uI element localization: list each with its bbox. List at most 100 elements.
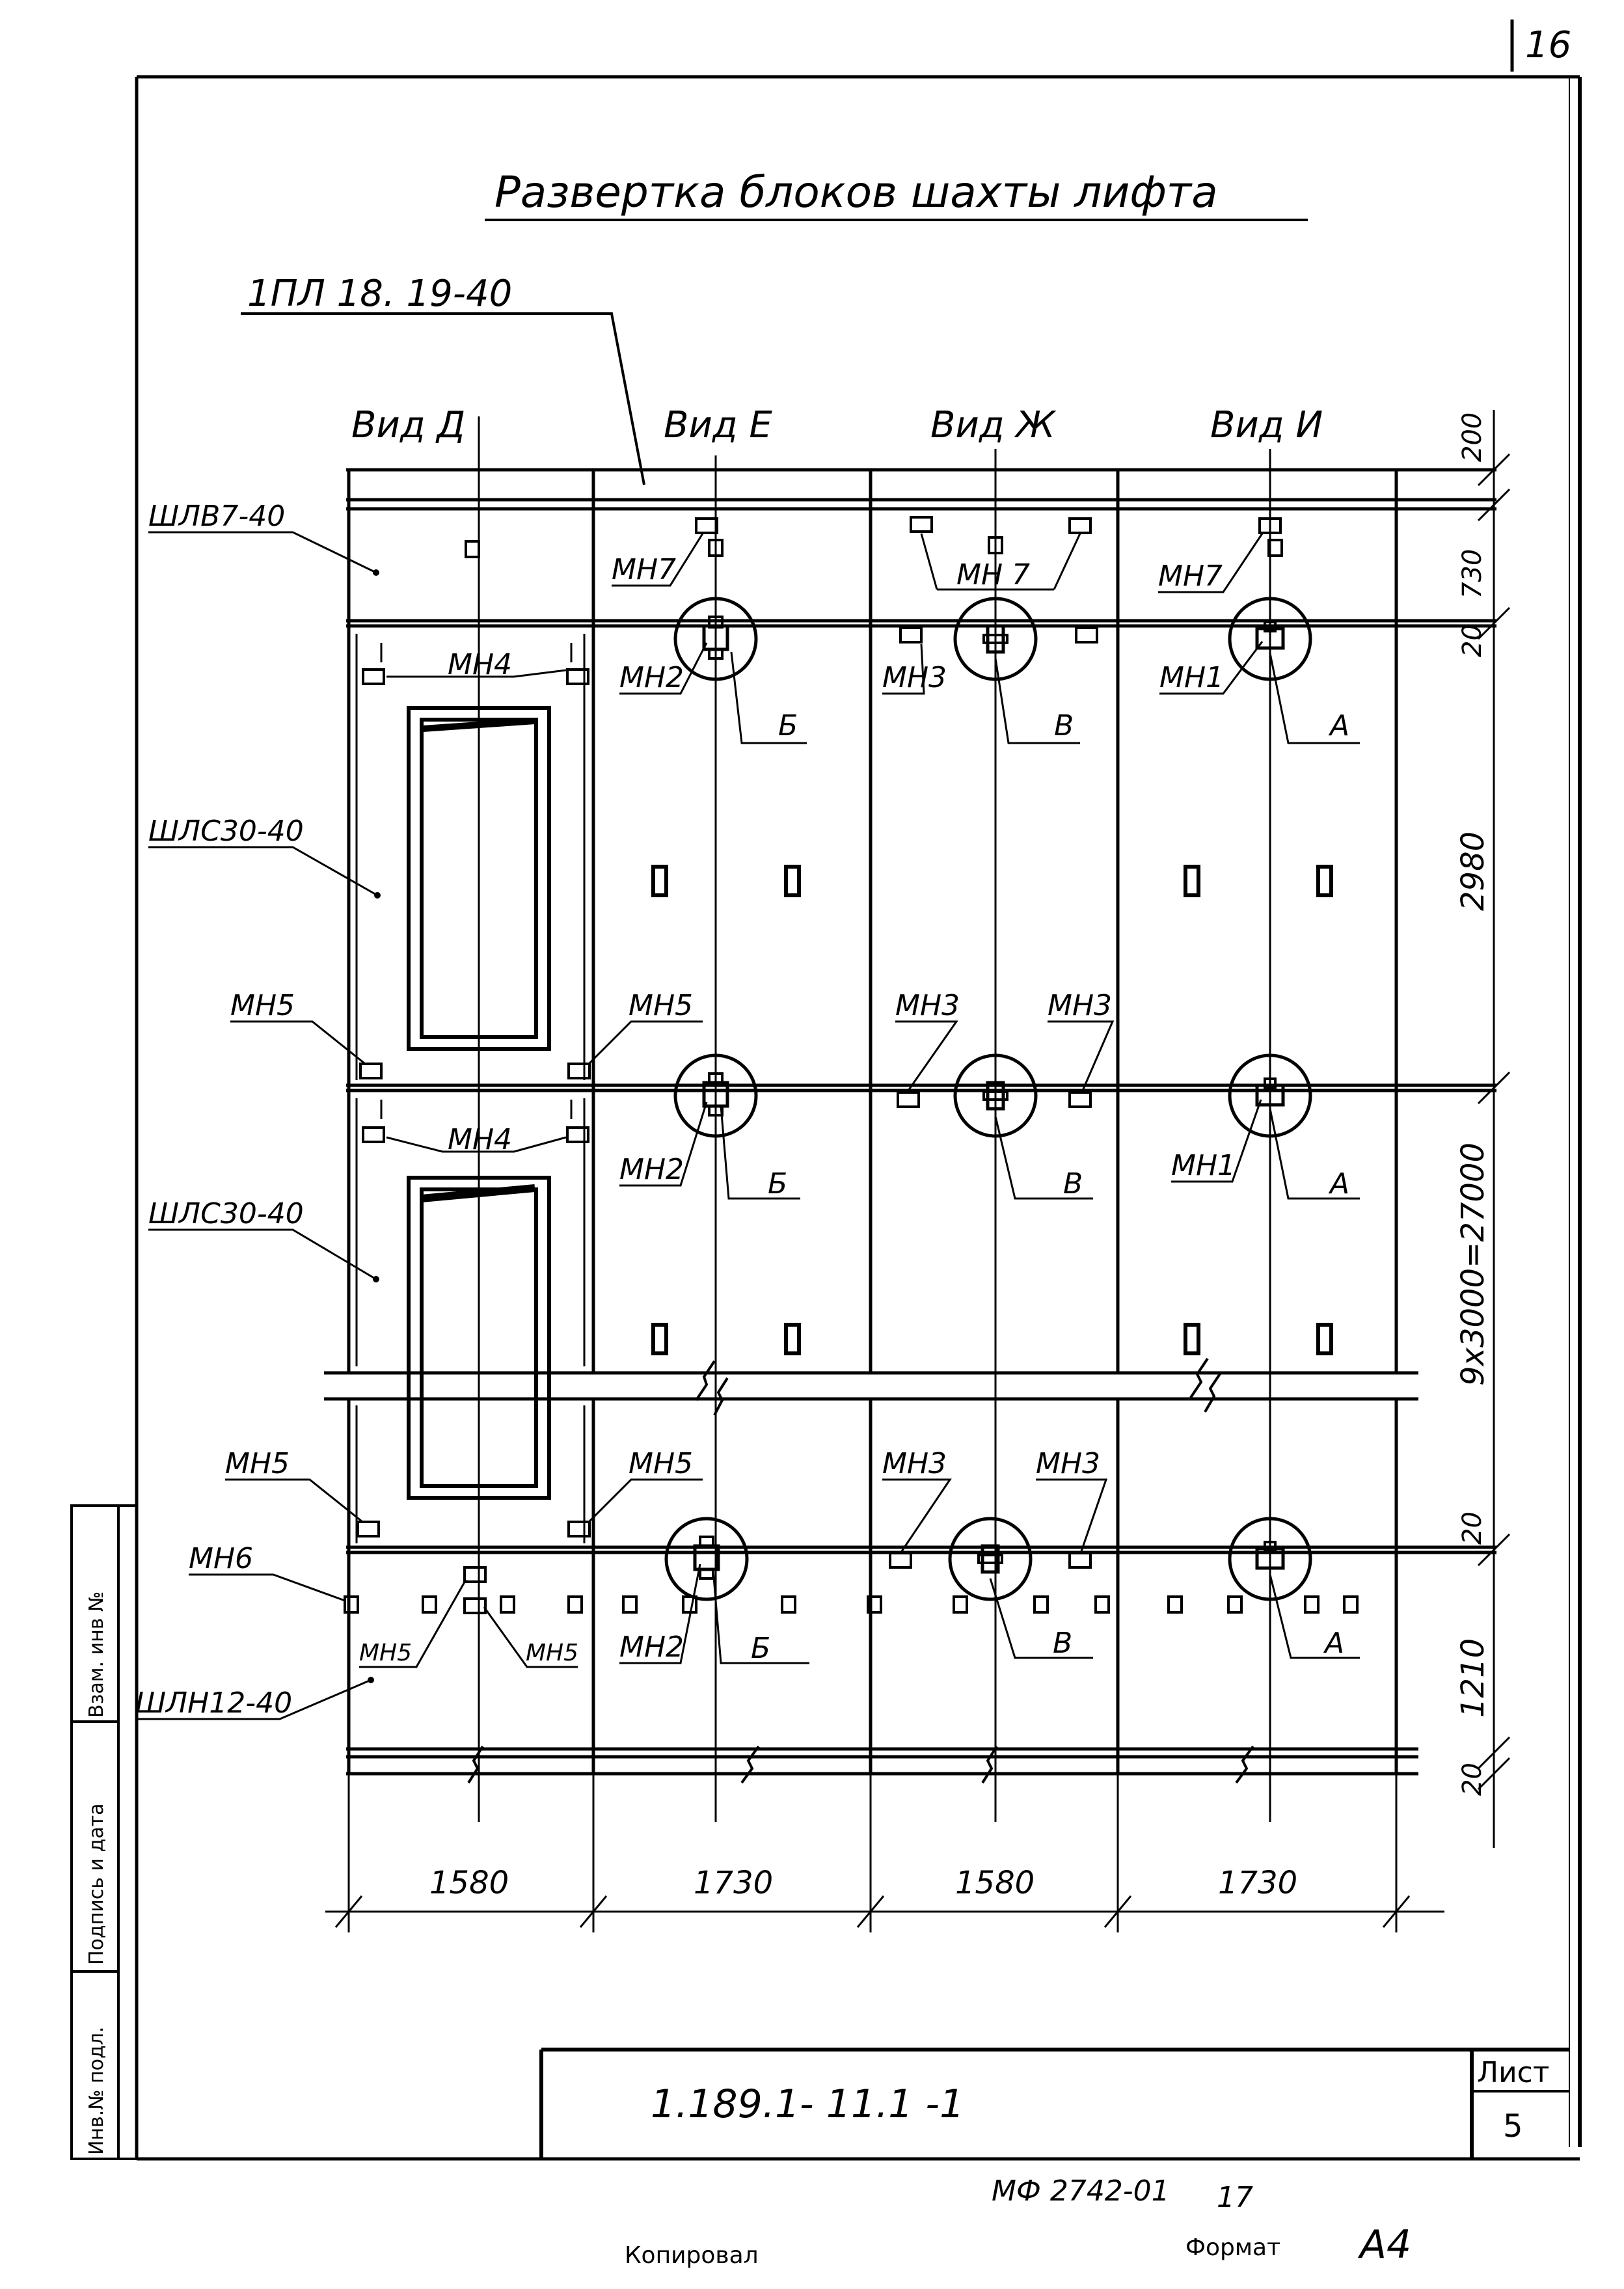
leader-mn7-i (1158, 533, 1264, 593)
label-mn3-mid-left: МН3 (895, 989, 960, 1022)
label-mn5-4: МН5 (629, 1447, 693, 1480)
node-label-a-2: А (1328, 1167, 1349, 1200)
leader-mn5-6 (483, 1606, 578, 1668)
top-band-embeds (465, 516, 1283, 558)
node-label-v-2: В (1063, 1167, 1083, 1200)
label-mn7-e: МН7 (612, 553, 676, 586)
label-mn7-i: МН7 (1158, 560, 1223, 593)
leader-bottom (135, 1679, 372, 1720)
leader-mn5-2 (588, 1020, 703, 1064)
node-label-a-1: А (1328, 709, 1349, 742)
dim-730: 730 (1457, 549, 1487, 599)
dim-total: 9x3000=27000 (1455, 1143, 1491, 1386)
label-mn2-2: МН2 (619, 1153, 684, 1186)
mn4-embeds (362, 643, 589, 1143)
stamp-signature-date: Подпись и дата (85, 1804, 108, 1966)
sheet-number: 5 (1503, 2108, 1523, 2145)
horizontal-dimension-chain (325, 1774, 1444, 1932)
leader-middle-1 (148, 846, 378, 897)
sheet-label: Лист (1477, 2056, 1550, 2089)
dim-width-2: 1730 (694, 1865, 773, 1901)
leader-node-a-3 (1269, 1574, 1360, 1659)
top-slab-label: 1ПЛ 18. 19-40 (247, 273, 512, 315)
dim-20-bottom: 20 (1457, 1763, 1487, 1796)
leader-node-a-2 (1269, 1108, 1360, 1200)
label-mn6: МН6 (189, 1542, 253, 1575)
stamp-replacement-inventory: Взам. инв № (85, 1591, 108, 1718)
label-mn5-3: МН5 (225, 1447, 290, 1480)
leader-mn2-3 (619, 1564, 701, 1664)
copied-label: Копировал (625, 2242, 759, 2269)
leader-mn5-3 (225, 1478, 362, 1523)
format-label: Формат (1185, 2234, 1280, 2261)
leader-mn2-1 (619, 642, 708, 695)
leader-mn5-4 (588, 1478, 703, 1523)
drawing-frame (135, 75, 1582, 2161)
leader-mn4-upper (386, 669, 567, 678)
leader-middle-2 (148, 1228, 377, 1280)
leader-mn3-top (882, 643, 925, 695)
stamp-inventory-original: Инв.№ подл. (85, 2027, 108, 2155)
node-circles (666, 599, 1310, 1599)
leader-node-b-3 (712, 1569, 809, 1664)
leader-mn5-5 (359, 1579, 467, 1668)
vertical-dimension-chain (1477, 410, 1511, 1848)
leader-mn1-2 (1171, 1099, 1262, 1183)
dim-width-4: 1730 (1218, 1865, 1297, 1901)
node-label-b-2: Б (768, 1167, 787, 1200)
leader-mn3-mid-left (895, 1020, 958, 1091)
dim-width-3: 1580 (955, 1865, 1035, 1901)
archive-code: МФ 2742-01 (992, 2174, 1170, 2208)
leader-mn2-2 (619, 1102, 708, 1187)
block-label-bottom: ШЛН12-40 (135, 1686, 292, 1720)
top-slab-leader (241, 312, 645, 485)
archive-suffix: 17 (1217, 2181, 1253, 2214)
leader-top-band (148, 531, 377, 574)
node-label-v-1: В (1054, 709, 1074, 742)
label-mn2-1: МН2 (619, 661, 684, 694)
leader-mn3-mid-right (1048, 1020, 1115, 1091)
label-mn1-1: МН1 (1159, 661, 1224, 694)
leader-node-v-3 (989, 1578, 1093, 1659)
label-mn7-zh: МН 7 (956, 558, 1030, 591)
dim-width-1: 1580 (429, 1865, 509, 1901)
label-mn3-top: МН3 (882, 661, 947, 694)
leader-node-b-1 (730, 651, 807, 744)
leader-mn7-zh-right (1053, 533, 1081, 590)
node-label-a-3: А (1323, 1627, 1344, 1660)
label-mn5-5: МН5 (359, 1640, 412, 1666)
label-mn1-2: МН1 (1171, 1149, 1236, 1182)
door-openings (407, 706, 551, 1500)
leader-node-v-1 (994, 658, 1080, 744)
label-mn5-2: МН5 (629, 989, 693, 1022)
leader-node-v-2 (994, 1116, 1093, 1200)
view-i-label: Вид И (1210, 404, 1323, 446)
page-number: 16 (1525, 24, 1571, 66)
leader-dot (373, 569, 379, 576)
leader-dot (373, 1276, 379, 1282)
view-e-label: Вид Е (664, 404, 772, 446)
label-mn2-3: МН2 (619, 1631, 684, 1664)
leader-mn6 (189, 1573, 345, 1602)
dim-200: 200 (1457, 413, 1487, 462)
leader-dot (374, 892, 381, 899)
leader-node-b-2 (720, 1105, 800, 1200)
node-label-b-1: Б (778, 709, 798, 742)
label-mn3-mid-right: МН3 (1048, 989, 1112, 1022)
label-mn3-low-left: МН3 (882, 1447, 947, 1480)
dim-1210: 1210 (1455, 1638, 1491, 1718)
shaft-grid (324, 468, 1496, 1776)
node-label-v-3: В (1053, 1627, 1072, 1660)
node-label-b-3: Б (751, 1632, 770, 1665)
dim-2980: 2980 (1455, 832, 1491, 911)
break-marks (467, 1357, 1254, 1784)
format-value: А4 (1357, 2222, 1411, 2268)
mn3-embeds (889, 627, 1098, 1569)
leader-mn7-e (612, 533, 704, 587)
leader-mn4-lower (386, 1136, 567, 1153)
leader-dot (368, 1677, 374, 1683)
leader-mn7-zh-left (920, 533, 938, 590)
leader-mn3-low-left (882, 1478, 952, 1552)
block-label-top-band: ШЛВ7-40 (148, 500, 285, 533)
bottom-band-embeds (344, 1595, 1359, 1614)
